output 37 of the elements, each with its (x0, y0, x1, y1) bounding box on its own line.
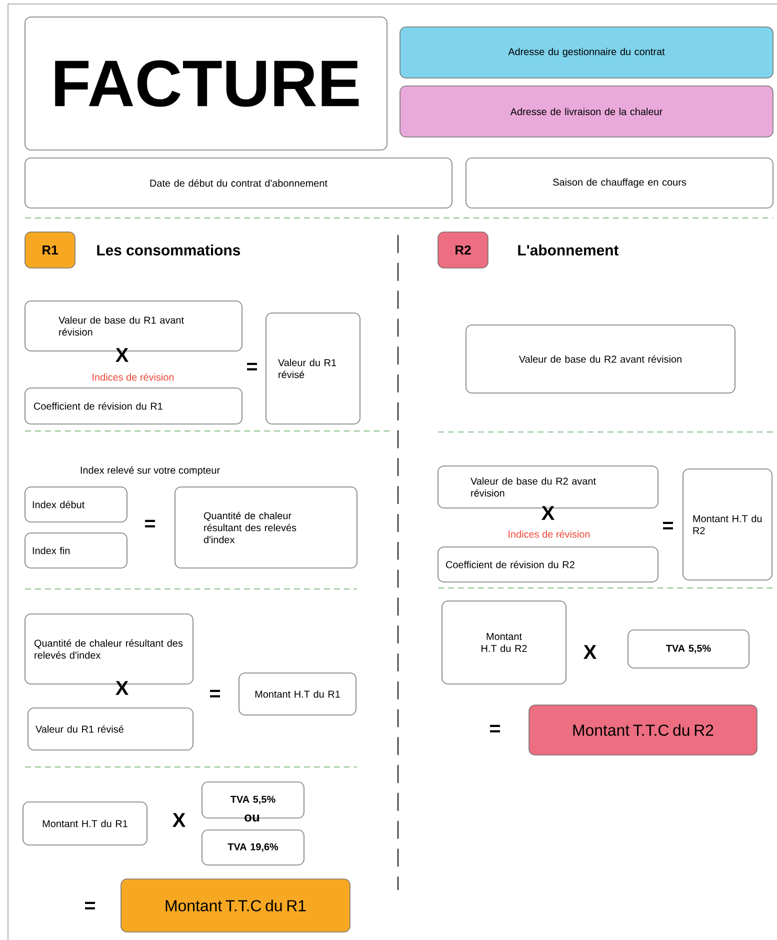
tax-box: TVA 5,5% (628, 630, 750, 668)
value-box: Coefficient de révision du R1 (24, 388, 242, 424)
title-box: FACTURE (24, 16, 388, 150)
info-box: Date de début du contrat d'abonnement (24, 158, 452, 208)
total-box: Montant T.T.C du R2 (528, 704, 758, 756)
equals-sign: = (490, 724, 500, 732)
tax-box: TVA 19,6% (202, 830, 304, 866)
section-badge: R1 (24, 232, 76, 268)
note-text: Indices de révision (92, 373, 174, 381)
section-badge: R2 (438, 232, 488, 268)
section-heading: L'abonnement (518, 244, 619, 256)
section-heading: Les consommations (97, 244, 240, 256)
multiply-sign: X (542, 506, 554, 520)
result-box: Valeur du R1 révisé (266, 312, 360, 424)
value-box: Valeur de base du R2 avant révision (466, 324, 736, 394)
address-box: Adresse de livraison de la chaleur (400, 86, 774, 138)
result-box: Quantité de chaleur résultant des relevés d'index (174, 486, 358, 568)
value-box: Coefficient de révision du R2 (438, 546, 658, 582)
multiply-sign: X (172, 813, 186, 827)
equals-sign: = (145, 520, 155, 528)
address-box: Adresse du gestionnaire du contrat (400, 26, 774, 78)
value-box: Montant H.T du R1 (22, 802, 148, 846)
value-box: Montant H.T du R2 (442, 600, 566, 684)
value-box: Index début (24, 486, 128, 522)
equals-sign: = (85, 902, 95, 910)
note-text: Indices de révision (508, 530, 590, 538)
info-box: Saison de chauffage en cours (466, 158, 774, 208)
result-box: Montant H.T du R1 (238, 672, 356, 716)
equals-sign: = (210, 690, 220, 698)
total-box: Montant T.T.C du R1 (120, 878, 350, 932)
value-box: Valeur du R1 révisé (28, 708, 194, 750)
note-text: Index relevé sur votre compteur (80, 466, 220, 476)
multiply-sign: X (584, 645, 596, 659)
equals-sign: = (247, 362, 257, 370)
equals-sign: = (663, 522, 673, 530)
result-box: Montant H.T du R2 (682, 468, 772, 580)
value-box: Index fin (24, 532, 128, 568)
